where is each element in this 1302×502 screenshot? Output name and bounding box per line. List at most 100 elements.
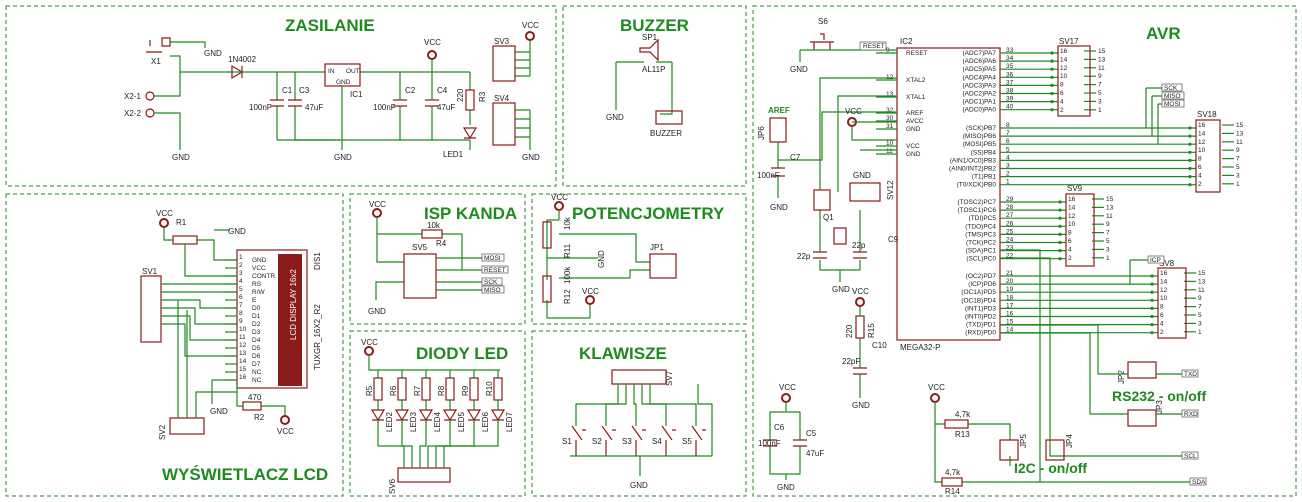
avr-pin-number: 5: [1006, 146, 1010, 153]
ic1-label: IC1: [350, 90, 363, 99]
led-label: LED7: [505, 411, 514, 432]
avr-pin-number: 36: [1006, 71, 1014, 78]
avr-pin-label: (INT0)PD2: [965, 314, 996, 321]
lcd-pin-number: 15: [239, 366, 247, 373]
avr-pin-label: (TDO)PC4: [965, 223, 996, 230]
header-pin-number: 4: [1198, 172, 1202, 179]
vcc-label: VCC: [277, 427, 294, 436]
led1-label: LED1: [443, 150, 464, 159]
x1-label: X1: [151, 57, 161, 66]
lcd-pin-number: 12: [239, 342, 247, 349]
header-pin-number: 8: [1160, 304, 1164, 311]
junction-dot: [1050, 108, 1054, 112]
c5-value: 47uF: [806, 449, 824, 458]
avr-pin-label: (T0/XCK)PB0: [957, 182, 997, 189]
junction-dot: [1058, 216, 1062, 220]
avr-pin-number: 27: [1006, 212, 1014, 219]
frame-klawisze: [531, 330, 747, 497]
avr-pin-number: 15: [1006, 319, 1014, 326]
lcd-pin-number: 16: [239, 374, 247, 381]
sv8-label: SV8: [1159, 259, 1175, 268]
junction-dot: [1050, 91, 1054, 96]
gnd-label: GND: [606, 113, 624, 122]
r2-value: 470: [248, 393, 262, 402]
sv3-header: [492, 45, 516, 82]
lcd-pin-number: 1: [239, 254, 243, 261]
frame-isp: [349, 193, 526, 325]
title-i2c: I2C - on/off: [1014, 460, 1087, 476]
power-section: X1 GND X2-1 X2-2 GND 1N4002 C1 C3 100nF …: [124, 21, 540, 162]
jp5-label: JP5: [1019, 434, 1028, 448]
c3-label: C3: [299, 86, 310, 95]
reset-tag: RESET: [484, 267, 506, 274]
sv17-header: [1057, 45, 1091, 117]
lcd-pin-number: 8: [239, 310, 243, 317]
frame-diody: [349, 330, 526, 497]
sda-tag: SDA: [1192, 479, 1206, 486]
tuxgr-label: TUXGR_16X2_R2: [313, 304, 322, 370]
header-pin-number: 16: [1160, 270, 1168, 277]
vcc-symbol: [554, 201, 564, 211]
gnd-label: GND: [228, 227, 246, 236]
avr-pin-label: GND: [906, 151, 921, 158]
sv6-header: [397, 467, 451, 483]
lcd-pin-label: CONTR: [252, 273, 275, 280]
avr-pin-number: 20: [1006, 278, 1014, 285]
vcc-symbol: [364, 346, 374, 356]
switch-icon: [661, 425, 676, 456]
lcd-pin-label: D5: [252, 345, 261, 352]
sv17-label: SV17: [1059, 37, 1079, 46]
vcc-symbol: [372, 208, 382, 218]
lcd-pin-label: NC: [252, 377, 262, 384]
switch-wire: [605, 384, 627, 426]
junction-dot: [1058, 208, 1062, 212]
avr-pin-label: (OC1B)PD4: [961, 297, 996, 304]
switch-icon: [691, 425, 706, 456]
jp2-jumper: [1127, 361, 1157, 379]
led-label: LED6: [481, 411, 490, 432]
jp3-label: JP3: [1155, 400, 1164, 414]
junction-dot: [1150, 282, 1154, 286]
header-pin-number: 5: [1106, 238, 1110, 245]
header-pin-number: 13: [1236, 130, 1244, 137]
junction-dot: [1150, 290, 1154, 294]
crystal: [833, 227, 847, 245]
sck-tag: SCK: [484, 279, 498, 286]
vcc-label: VCC: [845, 107, 862, 116]
mega-label: MEGA32-P: [900, 343, 940, 352]
led-icon: [370, 409, 386, 422]
avr-pin-label: VCC: [906, 143, 920, 150]
header-pin-number: 10: [1060, 73, 1068, 80]
switch-label: S5: [682, 437, 692, 446]
sv8-header: [1157, 267, 1187, 339]
header-pin-number: 10: [1198, 147, 1206, 154]
header-pin-number: 1: [1198, 329, 1202, 336]
header-pin-number: 2: [1068, 255, 1072, 262]
avr-pin-number: 32: [886, 107, 894, 114]
switch-label: S1: [562, 437, 572, 446]
header-pin-number: 5: [1098, 90, 1102, 97]
avr-pin-label: (AIN0/INT2)PB2: [949, 166, 996, 173]
junction-dot: [1188, 126, 1192, 130]
avr-pin-number: 29: [1006, 196, 1014, 203]
x2-2-label: X2-2: [124, 109, 141, 118]
jp1-label: JP1: [650, 243, 664, 252]
gnd-label: GND: [770, 203, 788, 212]
led-resistor-label: R9: [461, 385, 470, 396]
header-pin-number: 8: [1060, 82, 1064, 89]
vcc-label: VCC: [582, 287, 599, 296]
switch-icon: [631, 425, 646, 456]
avr-pin-label: AREF: [906, 110, 923, 117]
miso-tag: MISO: [1164, 93, 1181, 100]
avr-pin-number: 35: [1006, 63, 1014, 70]
title-klawisze: KLAWISZE: [579, 344, 667, 363]
junction-dot: [1150, 323, 1154, 327]
avr-pin-label: (AIN1/OC0)PB3: [950, 157, 997, 164]
led-wire: [377, 420, 405, 468]
vcc-symbol: [585, 295, 595, 305]
jp3-jumper: [1127, 409, 1157, 427]
lcd-pin-number: 14: [239, 358, 247, 365]
c4-value: 47uF: [437, 103, 455, 112]
junction-dot: [1050, 83, 1054, 87]
